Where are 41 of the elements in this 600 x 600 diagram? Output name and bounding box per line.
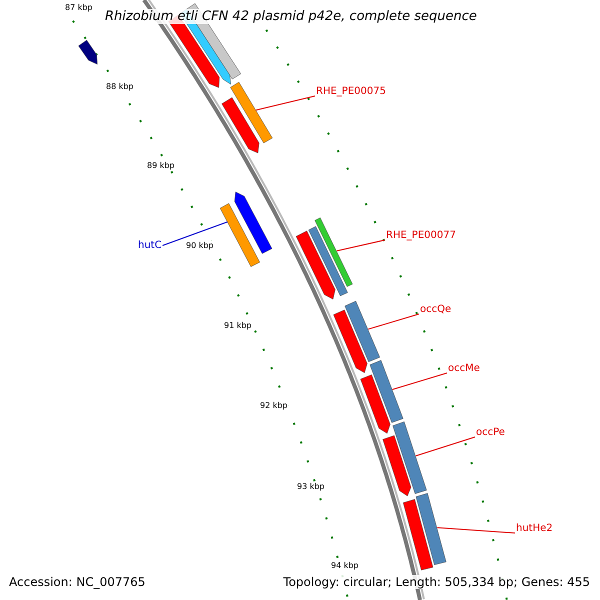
gene-label: RHE_PE00077 [386,230,456,241]
leader-line [392,372,448,390]
summary-label: Topology: circular; Length: 505,334 bp; Genes: 455 [283,575,590,589]
gene-label: occPe [476,427,505,438]
scale-label: 94 kbp [331,561,359,570]
scale-label: 91 kbp [224,321,252,330]
gene-bar [308,226,348,296]
scale-label: 90 kbp [186,241,214,250]
gene-label: occQe [420,304,452,315]
gene-bar [344,300,380,362]
leader-line [368,314,420,330]
gene-label: RHE_PE00075 [316,86,386,97]
gene-bar [314,218,353,287]
gene-label: hutC [138,240,162,251]
leader-line [336,240,386,252]
gene-label: hutHe2 [516,523,553,534]
leader-line [255,96,316,111]
gene-bar [333,310,368,373]
leader-line [436,527,516,534]
leader-line [162,221,228,246]
gene-bar [234,192,272,254]
scale-label: 92 kbp [260,401,288,410]
map-title: Rhizobium etli CFN 42 plasmid p42e, complete sequence [105,9,477,24]
gene-bar [230,82,273,144]
gene-bar [360,374,390,434]
gene-bar [370,360,404,423]
scale-label: 87 kbp [65,3,93,12]
gene-bar [220,203,260,267]
accession-label: Accession: NC_007765 [9,575,146,589]
leader-line [415,436,476,456]
gene-label: occMe [448,363,480,374]
scale-label: 93 kbp [297,482,325,491]
gene-bar [382,435,412,496]
gene-bar [296,230,336,300]
scale-label: 89 kbp [147,161,175,170]
scale-label: 88 kbp [106,82,134,91]
gene-bar [403,499,434,570]
gene-bar [416,493,446,565]
gene-bar [392,422,427,494]
gene-bar [78,40,98,64]
gene-bar [222,97,260,154]
